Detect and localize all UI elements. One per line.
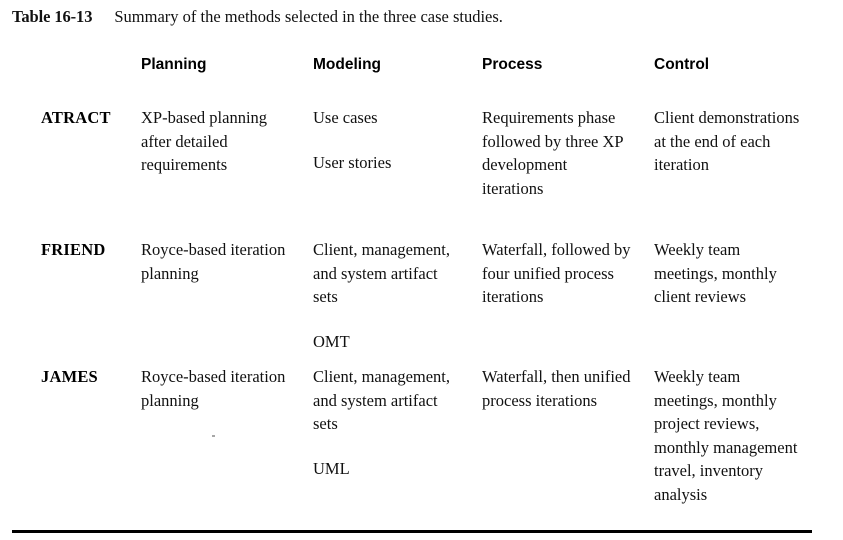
cell-james-modeling: Client, management, and system artifact … (302, 353, 471, 533)
table-caption-label: Table 16-13 (12, 7, 93, 26)
cell-paragraph: Client, management, and system artifact … (313, 240, 451, 306)
cell-atract-planning: XP-based planning after detailed require… (130, 94, 302, 226)
cell-friend-control: Weekly team meetings, monthly client rev… (643, 226, 812, 353)
table-row: ATRACT XP-based planning after detailed … (12, 94, 812, 226)
cell-atract-modeling: Use cases User stories (302, 94, 471, 226)
table-header-control: Control (643, 40, 812, 94)
table-header-control-label: Control (654, 56, 710, 73)
cell-atract-control: Client demonstrations at the end of each… (643, 94, 812, 226)
table-header-corner-label (12, 40, 130, 56)
table-header-planning: Planning (130, 40, 302, 94)
cell-paragraph: Requirements phase followed by three XP … (482, 108, 623, 198)
table-header-row: Planning Modeling Process Control (12, 40, 812, 94)
table-caption: Table 16-13 Summary of the methods select… (12, 7, 812, 27)
row-label-atract-text: ATRACT (41, 108, 111, 127)
table-row: JAMES Royce-based iteration planning Cli… (12, 353, 812, 533)
cell-paragraph: Use cases (313, 108, 378, 127)
table-header-modeling-label: Modeling (313, 56, 382, 73)
row-label-friend-text: FRIEND (41, 240, 106, 259)
cell-paragraph: Client demonstrations at the end of each… (654, 108, 800, 174)
row-label-james: JAMES (12, 353, 130, 533)
table-caption-text: Summary of the methods selected in the t… (114, 7, 503, 26)
cell-friend-planning: Royce-based iteration planning (130, 226, 302, 353)
table-header-planning-label: Planning (141, 56, 207, 73)
cell-paragraph: OMT (313, 331, 350, 351)
row-label-james-text: JAMES (41, 367, 98, 386)
cell-paragraph: Weekly team meetings, monthly client rev… (654, 240, 777, 306)
cell-paragraph: XP-based planning after detailed require… (141, 108, 268, 174)
table-header-process: Process (471, 40, 643, 94)
summary-table-wrapper: Planning Modeling Process Control (12, 40, 812, 533)
table-header-corner (12, 40, 130, 94)
cell-atract-process: Requirements phase followed by three XP … (471, 94, 643, 226)
cell-james-process: Waterfall, then unified process iteratio… (471, 353, 643, 533)
row-label-atract: ATRACT (12, 94, 130, 226)
cell-james-control: Weekly team meetings, monthly project re… (643, 353, 812, 533)
scan-artifact-speck (212, 435, 215, 437)
cell-paragraph: Waterfall, followed by four unified proc… (482, 240, 631, 306)
cell-paragraph: Royce-based iteration planning (141, 240, 286, 283)
cell-paragraph: User stories (313, 152, 392, 172)
cell-paragraph: Weekly team meetings, monthly project re… (654, 367, 798, 504)
cell-paragraph: Client, management, and system artifact … (313, 367, 451, 433)
cell-paragraph: Royce-based iteration planning (141, 367, 286, 410)
table-header-process-label: Process (482, 56, 543, 73)
cell-paragraph: UML (313, 458, 350, 478)
cell-paragraph: Waterfall, then unified process iteratio… (482, 367, 631, 410)
row-label-friend: FRIEND (12, 226, 130, 353)
cell-james-planning: Royce-based iteration planning (130, 353, 302, 533)
cell-friend-process: Waterfall, followed by four unified proc… (471, 226, 643, 353)
table-header-modeling: Modeling (302, 40, 471, 94)
cell-friend-modeling: Client, management, and system artifact … (302, 226, 471, 353)
summary-table: Planning Modeling Process Control (12, 40, 812, 533)
table-row: FRIEND Royce-based iteration planning Cl… (12, 226, 812, 353)
